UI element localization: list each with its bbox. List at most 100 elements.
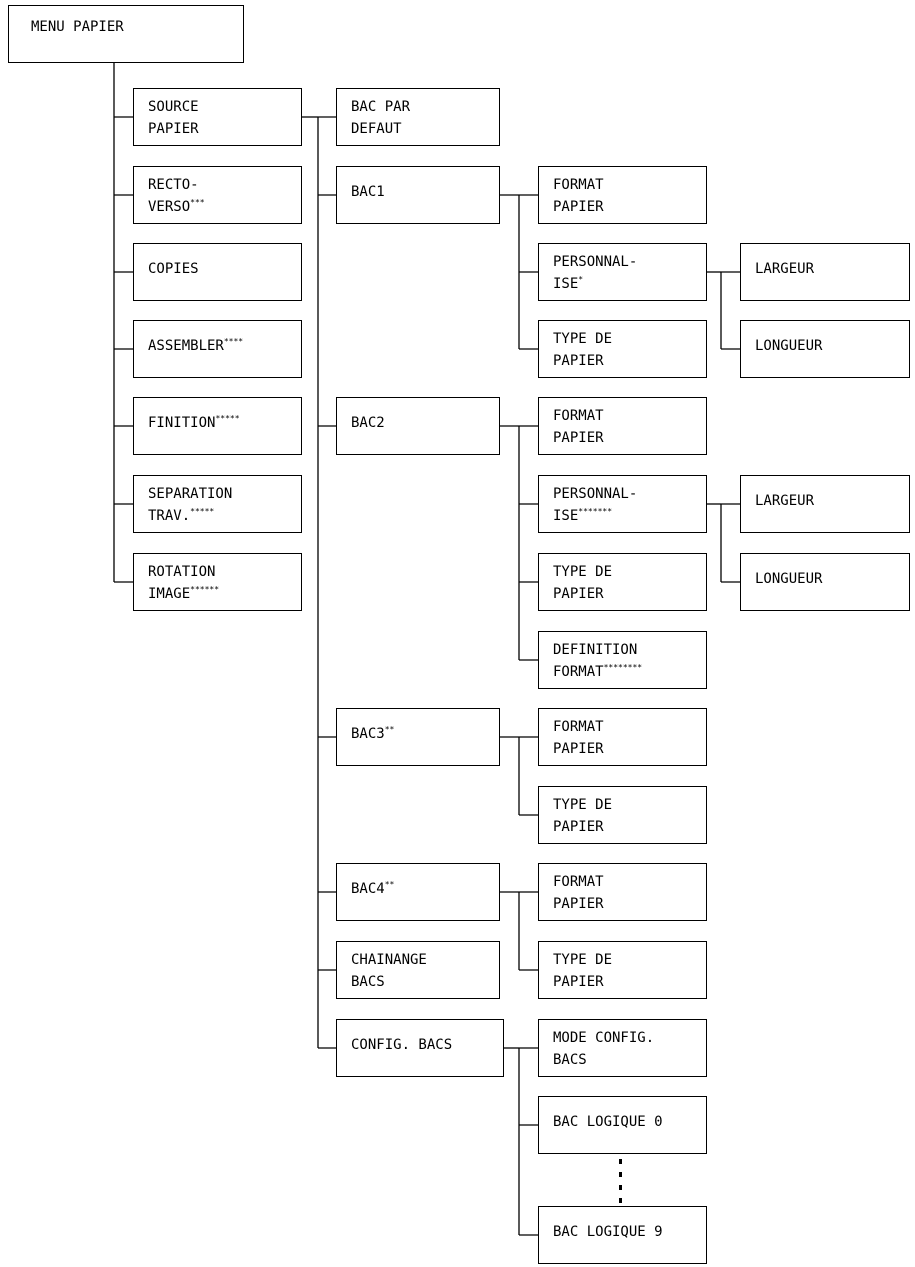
node-label-line: TYPE DE	[553, 564, 613, 580]
node-label-line: FINITION*****	[148, 414, 240, 432]
node-label-line: BAC3**	[351, 725, 395, 743]
node-label-line: TYPE DE	[553, 331, 613, 347]
node-bac2-definition-format: DEFINITION FORMAT********	[538, 631, 707, 689]
node-bac3-format-papier: FORMAT PAPIER	[538, 708, 707, 766]
node-label-line: PAPIER	[553, 430, 604, 446]
footnote-marker: *	[578, 275, 584, 284]
node-chainange-bacs: CHAINANGE BACS	[336, 941, 500, 999]
node-bac2-longueur: LONGUEUR	[740, 553, 910, 611]
node-label-line: MODE CONFIG.	[553, 1030, 655, 1046]
node-bac1-personnalise: PERSONNAL- ISE*	[538, 243, 707, 301]
node-label-line: CONFIG. BACS	[351, 1037, 453, 1053]
node-bac1-format-papier: FORMAT PAPIER	[538, 166, 707, 224]
node-assembler: ASSEMBLER****	[133, 320, 302, 378]
node-label-line: ISE*	[553, 275, 584, 293]
node-label-line: LARGEUR	[755, 261, 815, 277]
node-label-line: PERSONNAL-	[553, 486, 638, 502]
node-label-line: ROTATION	[148, 564, 216, 580]
node-label-line: ISE*******	[553, 507, 613, 525]
node-menu-papier: MENU PAPIER	[8, 5, 244, 63]
node-bac2-largeur: LARGEUR	[740, 475, 910, 533]
node-label-line: DEFAUT	[351, 121, 402, 137]
node-label-line: PAPIER	[553, 974, 604, 990]
node-label-line: SOURCE	[148, 99, 199, 115]
footnote-marker: **	[384, 880, 395, 889]
footnote-marker: ****	[223, 337, 244, 346]
node-bac-logique-9: BAC LOGIQUE 9	[538, 1206, 707, 1264]
node-bac4-format-papier: FORMAT PAPIER	[538, 863, 707, 921]
node-label-line: TRAV.*****	[148, 507, 215, 525]
node-label-line: BAC4**	[351, 880, 395, 898]
node-separation-trav: SEPARATION TRAV.*****	[133, 475, 302, 533]
footnote-marker: ***	[190, 198, 205, 207]
node-label-line: ASSEMBLER****	[148, 337, 244, 355]
node-label-line: FORMAT	[553, 177, 604, 193]
footnote-marker: ******	[190, 585, 220, 594]
ellipsis-dot	[619, 1159, 622, 1164]
ellipsis-dot	[619, 1185, 622, 1190]
node-label-line: LONGUEUR	[755, 338, 823, 354]
node-bac2-format-papier: FORMAT PAPIER	[538, 397, 707, 455]
node-label-line: FORMAT	[553, 719, 604, 735]
node-label-line: IMAGE******	[148, 585, 220, 603]
node-label-line: RECTO-	[148, 177, 199, 193]
node-label-line: PAPIER	[148, 121, 199, 137]
node-label-line: PAPIER	[553, 741, 604, 757]
ellipsis-dot	[619, 1172, 622, 1177]
node-label-line: BACS	[553, 1052, 587, 1068]
node-recto-verso: RECTO- VERSO***	[133, 166, 302, 224]
node-bac3-type-de-papier: TYPE DE PAPIER	[538, 786, 707, 844]
node-config-bacs: CONFIG. BACS	[336, 1019, 504, 1077]
node-label-line: PAPIER	[553, 896, 604, 912]
node-bac2: BAC2	[336, 397, 500, 455]
node-label-line: SEPARATION	[148, 486, 233, 502]
node-label-line: PERSONNAL-	[553, 254, 638, 270]
node-label-line: MENU PAPIER	[31, 19, 124, 35]
node-label-line: CHAINANGE	[351, 952, 427, 968]
node-bac4-type-de-papier: TYPE DE PAPIER	[538, 941, 707, 999]
node-label-line: FORMAT	[553, 408, 604, 424]
footnote-marker: *******	[578, 507, 613, 516]
node-bac-par-defaut: BAC PAR DEFAUT	[336, 88, 500, 146]
node-label-line: TYPE DE	[553, 952, 613, 968]
node-label-line: PAPIER	[553, 353, 604, 369]
node-copies: COPIES	[133, 243, 302, 301]
footnote-marker: *****	[190, 507, 215, 516]
node-label-line: LONGUEUR	[755, 571, 823, 587]
node-rotation-image: ROTATION IMAGE******	[133, 553, 302, 611]
footnote-marker: **	[384, 725, 395, 734]
footnote-marker: ********	[603, 663, 643, 672]
node-label-line: BACS	[351, 974, 385, 990]
node-bac4: BAC4**	[336, 863, 500, 921]
node-label-line: PAPIER	[553, 199, 604, 215]
node-label-line: TYPE DE	[553, 797, 613, 813]
node-bac2-type-de-papier: TYPE DE PAPIER	[538, 553, 707, 611]
node-label-line: COPIES	[148, 261, 199, 277]
node-label-line: LARGEUR	[755, 493, 815, 509]
node-bac1-longueur: LONGUEUR	[740, 320, 910, 378]
ellipsis-dot	[619, 1198, 622, 1203]
node-mode-config-bacs: MODE CONFIG. BACS	[538, 1019, 707, 1077]
node-label-line: BAC2	[351, 415, 385, 431]
node-bac2-personnalise: PERSONNAL- ISE*******	[538, 475, 707, 533]
node-label-line: PAPIER	[553, 819, 604, 835]
node-label-line: FORMAT********	[553, 663, 643, 681]
node-bac3: BAC3**	[336, 708, 500, 766]
node-bac1-type-de-papier: TYPE DE PAPIER	[538, 320, 707, 378]
node-label-line: DEFINITION	[553, 642, 638, 658]
node-bac-logique-0: BAC LOGIQUE 0	[538, 1096, 707, 1154]
node-label-line: VERSO***	[148, 198, 205, 216]
node-label-line: BAC LOGIQUE 0	[553, 1114, 663, 1130]
node-label-line: PAPIER	[553, 586, 604, 602]
node-label-line: BAC LOGIQUE 9	[553, 1224, 663, 1240]
node-bac1: BAC1	[336, 166, 500, 224]
node-finition: FINITION*****	[133, 397, 302, 455]
node-label-line: BAC1	[351, 184, 385, 200]
node-bac1-largeur: LARGEUR	[740, 243, 910, 301]
node-label-line: BAC PAR	[351, 99, 411, 115]
node-source-papier: SOURCE PAPIER	[133, 88, 302, 146]
node-label-line: FORMAT	[553, 874, 604, 890]
footnote-marker: *****	[215, 414, 240, 423]
